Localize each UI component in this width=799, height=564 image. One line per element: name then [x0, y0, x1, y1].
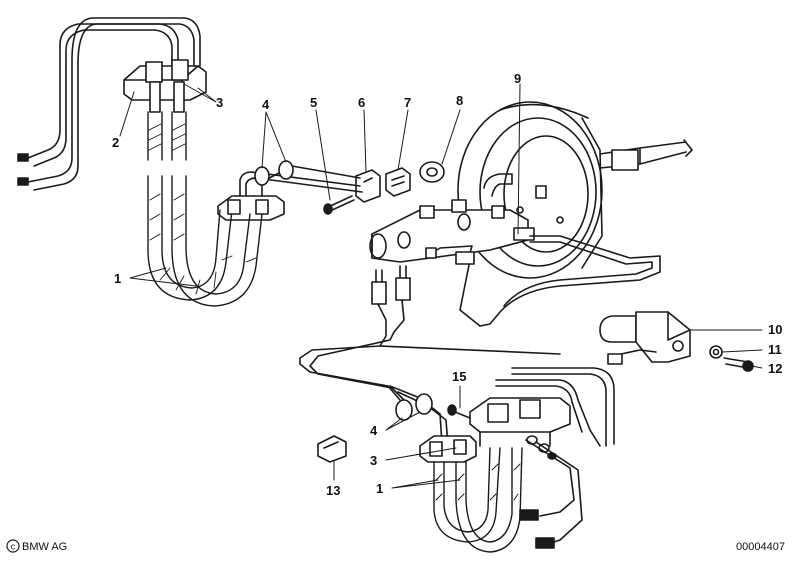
lower-bracket [447, 397, 571, 460]
callout-11: 11 [768, 342, 782, 357]
copyright-text: BMW AG [22, 541, 68, 553]
callout-9: 9 [514, 71, 522, 86]
callout-12: 12 [768, 361, 783, 376]
svg-text:c: c [11, 542, 16, 552]
pressure-regulator [599, 311, 754, 372]
middle-bracket [217, 195, 285, 221]
grommet-8 [419, 161, 445, 183]
callout-4-bottom: 4 [370, 423, 378, 438]
callout-2: 2 [112, 135, 120, 150]
lower-supply-pipes [425, 235, 661, 327]
callout-13: 13 [326, 483, 341, 498]
callout-5: 5 [310, 95, 318, 110]
clip-7 [385, 167, 411, 197]
leader-lines [119, 83, 763, 489]
callout-7: 7 [404, 95, 412, 110]
callout-8: 8 [456, 93, 464, 108]
upper-bracket [123, 59, 207, 113]
lower-fittings [299, 265, 561, 403]
callout-1-bottom: 1 [376, 481, 384, 496]
callout-4-top: 4 [262, 97, 270, 112]
vacuum-hose [483, 173, 547, 199]
middle-pipes [239, 160, 363, 197]
callout-3-bottom: 3 [370, 453, 378, 468]
master-cylinder [369, 199, 535, 263]
callout-15: 15 [452, 369, 467, 384]
screw-5 [323, 195, 355, 215]
copyright-icon: c [6, 539, 20, 553]
clip-6 [355, 169, 381, 203]
callout-3-top: 3 [216, 95, 224, 110]
clip-13 [317, 435, 347, 463]
lower-hoses [433, 447, 523, 553]
upper-brake-pipes [17, 17, 201, 191]
upper-left-hoses [147, 111, 263, 307]
callout-10: 10 [768, 322, 783, 337]
callout-1-left: 1 [114, 271, 122, 286]
diagram-number: 00004407 [736, 541, 785, 553]
callout-6: 6 [358, 95, 366, 110]
